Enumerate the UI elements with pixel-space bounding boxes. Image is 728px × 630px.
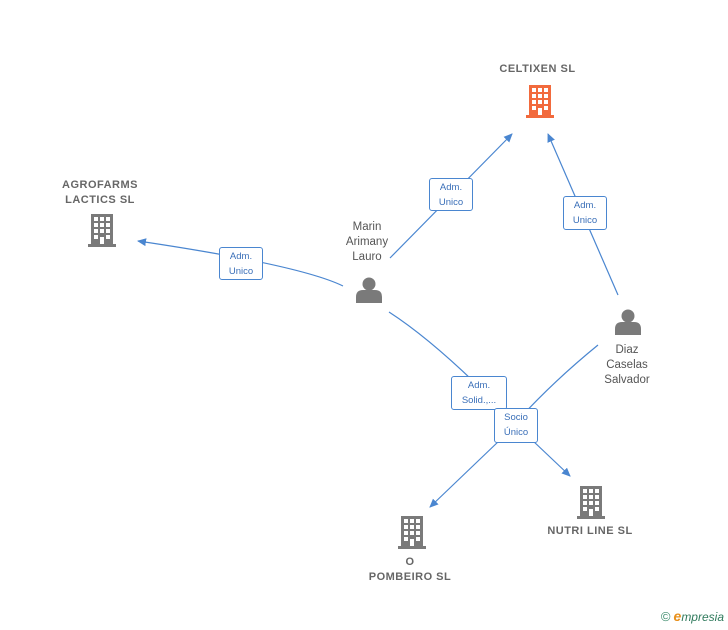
pombeiro-building-icon[interactable] xyxy=(398,516,426,549)
diaz-line3: Salvador xyxy=(604,374,650,386)
brand-e: e xyxy=(673,608,682,624)
marin-line3: Lauro xyxy=(352,251,382,263)
edge-label-line1: Adm. xyxy=(467,380,491,391)
agrofarms-name-line2: LACTICS SL xyxy=(65,194,135,206)
diaz-line2: Caselas xyxy=(606,359,648,371)
edge-marin-agrofarms xyxy=(137,238,344,287)
edge-label-line2: Único xyxy=(503,427,529,438)
edge-hub-pombeiro xyxy=(429,439,501,508)
edge-label-marin-pombeiro[interactable]: Adm. Solid.,... xyxy=(451,376,507,410)
celtixen-label[interactable]: CELTIXEN SL xyxy=(470,62,605,77)
edge-label-line1: Adm. xyxy=(439,182,463,193)
edge-label-marin-celtixen[interactable]: Adm. Unico xyxy=(429,178,473,211)
agrofarms-name-line1: AGROFARMS xyxy=(62,179,138,191)
pombeiro-name-line2: POMBEIRO SL xyxy=(368,571,452,583)
pombeiro-label[interactable]: O POMBEIRO SL xyxy=(350,555,470,585)
edge-hub-nutri xyxy=(531,439,571,477)
celtixen-name: CELTIXEN SL xyxy=(499,63,576,75)
nutri-line-building-icon[interactable] xyxy=(577,486,605,519)
copyright-symbol: © xyxy=(660,609,671,624)
marin-person-icon[interactable] xyxy=(356,277,382,304)
marin-line1: Marin xyxy=(352,221,382,233)
agrofarms-label[interactable]: AGROFARMS LACTICS SL xyxy=(40,178,160,208)
marin-label[interactable]: Marin Arimany Lauro xyxy=(327,220,407,265)
diaz-person-icon[interactable] xyxy=(615,309,641,336)
nutri-line-name: NUTRI LINE SL xyxy=(547,525,633,537)
edge-label-marin-agrofarms[interactable]: Adm. Unico xyxy=(219,247,263,280)
edge-label-line2: Solid.,... xyxy=(461,395,497,406)
edge-label-line2: Unico xyxy=(572,215,598,226)
celtixen-building-icon[interactable] xyxy=(526,85,554,118)
edge-label-line2: Unico xyxy=(228,266,254,277)
edge-label-line1: Adm. xyxy=(229,251,253,262)
diaz-line1: Diaz xyxy=(615,344,639,356)
edge-label-line1: Socio xyxy=(504,412,528,423)
diaz-label[interactable]: Diaz Caselas Salvador xyxy=(586,343,668,388)
edge-label-line2: Unico xyxy=(438,197,464,208)
marin-line2: Arimany xyxy=(345,236,389,248)
empresia-logo[interactable]: ©empresia xyxy=(661,608,724,624)
agrofarms-building-icon[interactable] xyxy=(88,214,116,247)
edge-label-diaz-nutri[interactable]: Socio Único xyxy=(494,408,538,443)
pombeiro-name-line1: O xyxy=(405,556,415,568)
brand-rest: mpresia xyxy=(681,610,724,624)
edge-label-diaz-celtixen[interactable]: Adm. Unico xyxy=(563,196,607,230)
nutri-line-label[interactable]: NUTRI LINE SL xyxy=(535,524,645,539)
edge-label-line1: Adm. xyxy=(573,200,597,211)
